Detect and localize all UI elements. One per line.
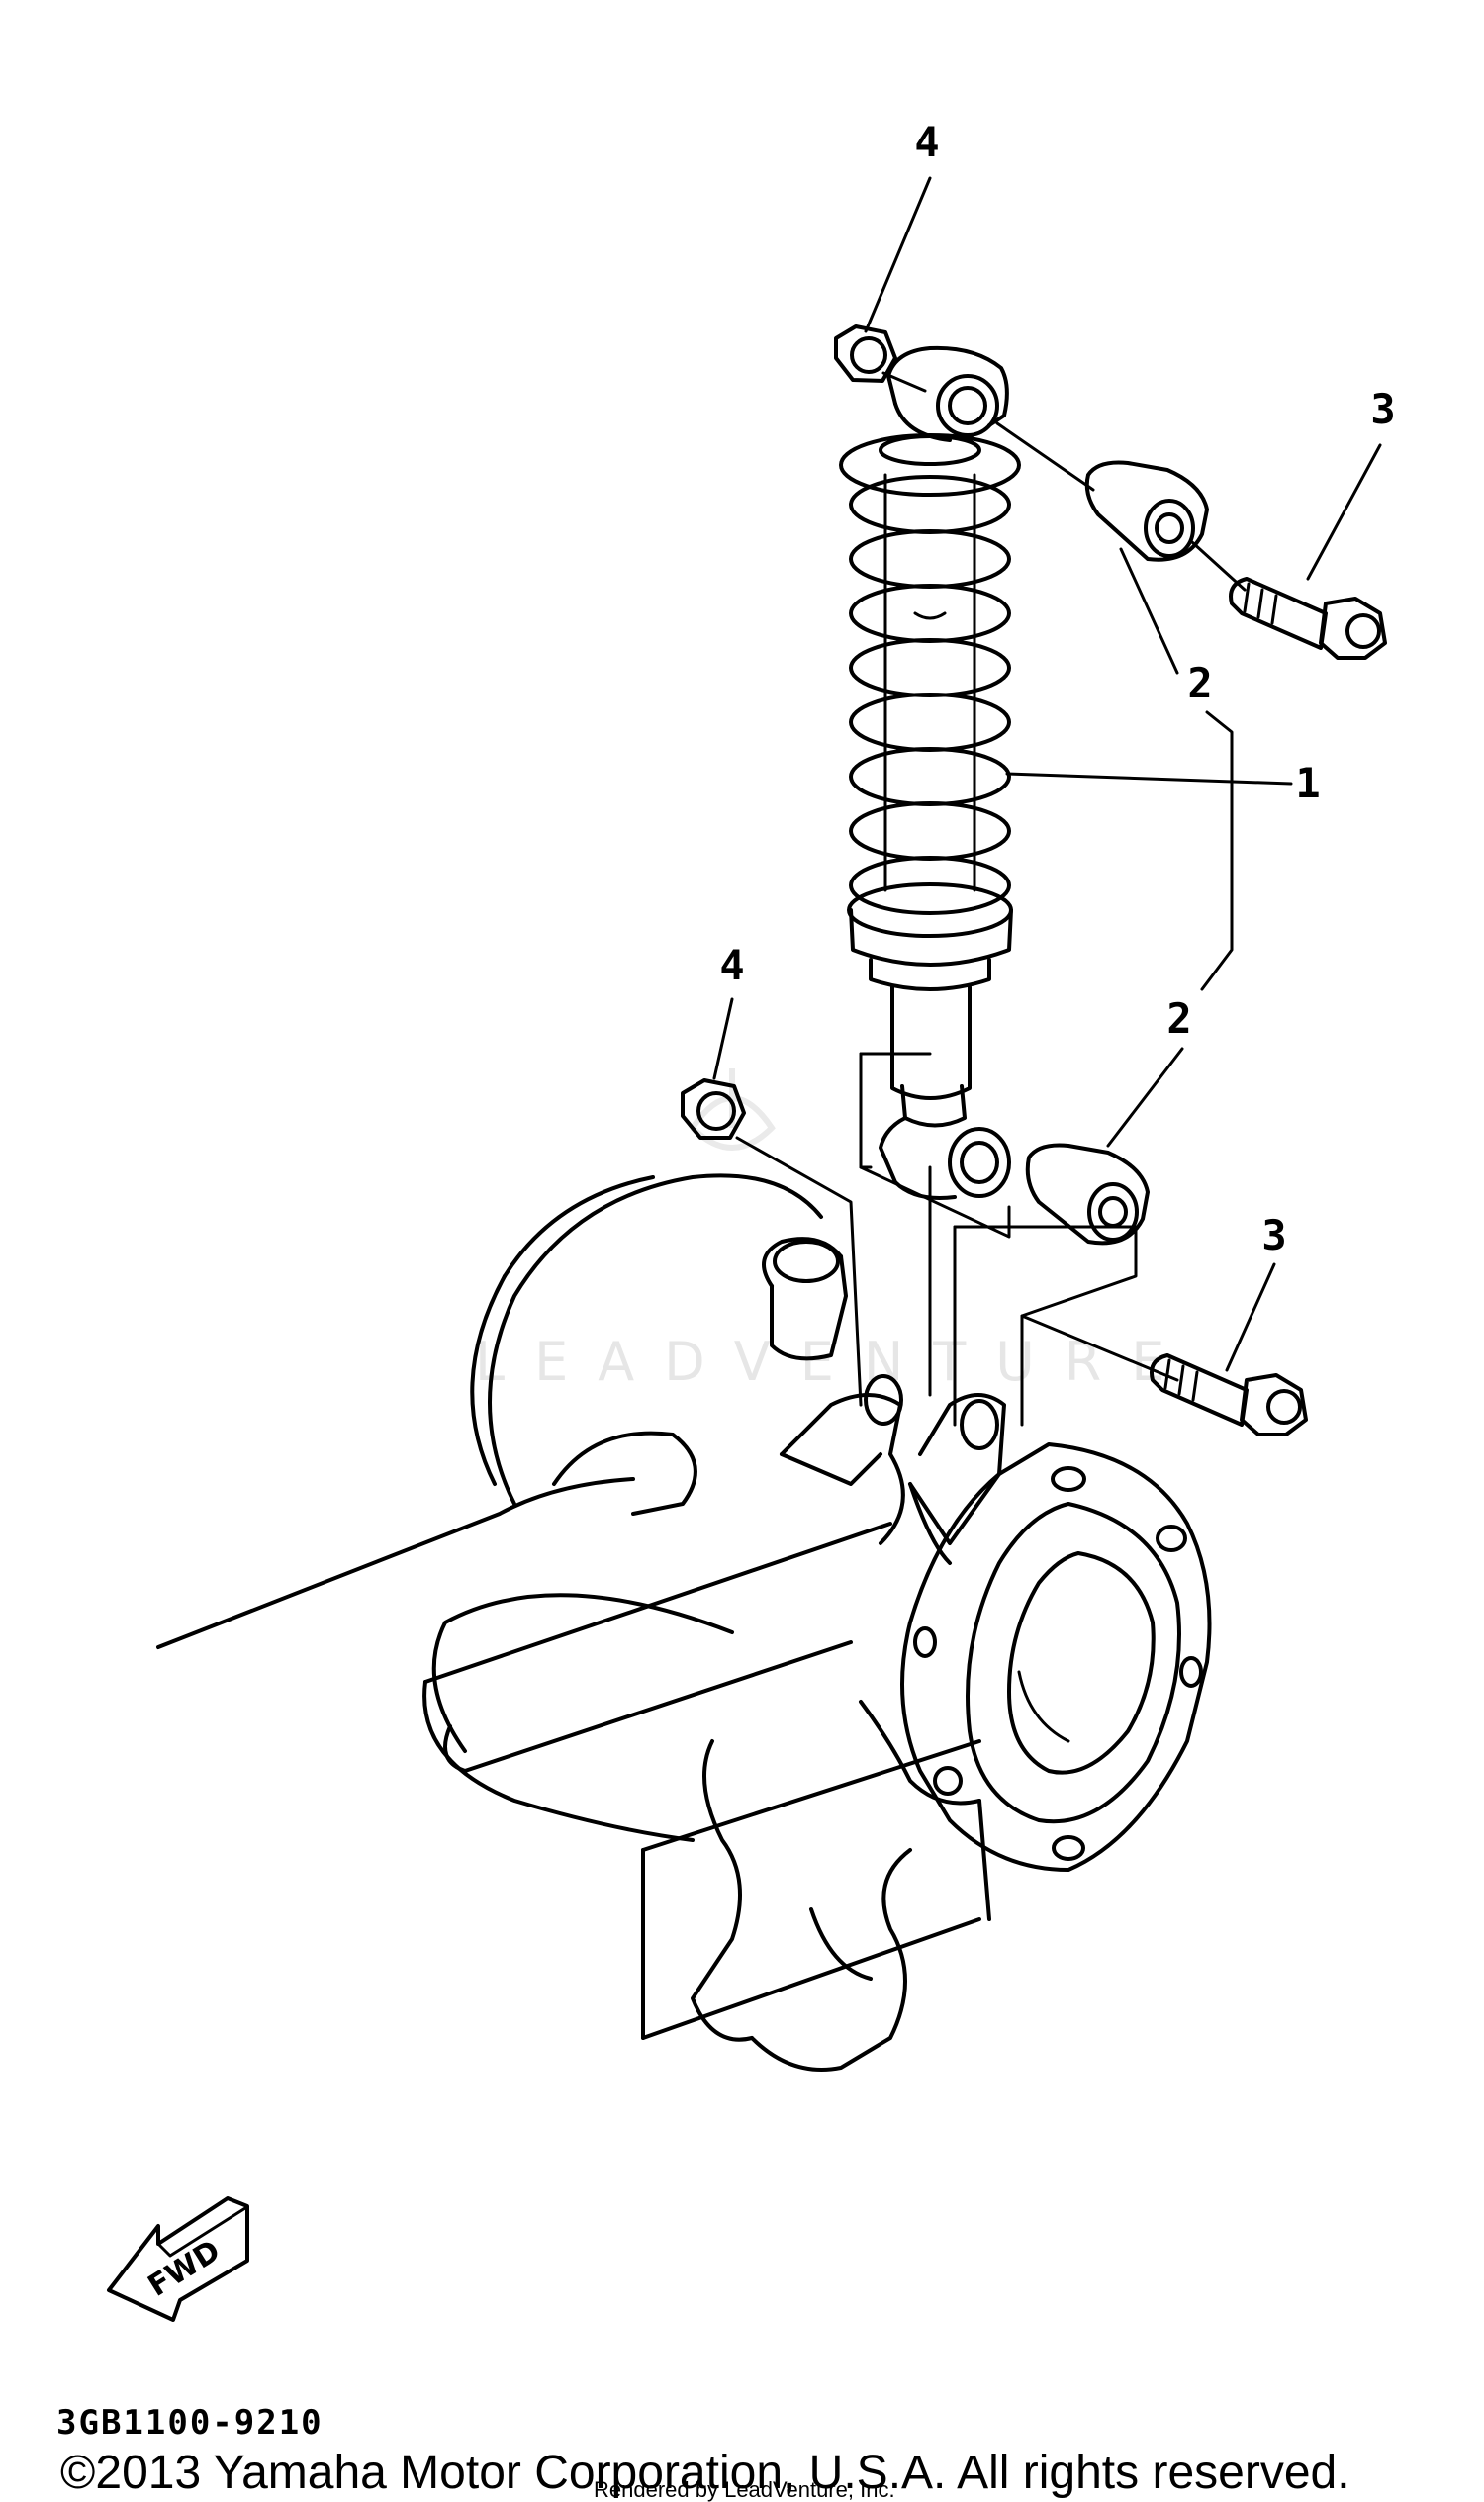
callout-nut-upper: 4	[914, 118, 939, 166]
wheel-hub	[900, 1442, 1212, 1872]
bushing-lower	[1025, 1143, 1150, 1246]
leader-lines	[712, 176, 1382, 1372]
nut-upper	[834, 324, 897, 383]
callout-bushing-upper: 2	[1187, 659, 1212, 707]
callout-nut-lower: 4	[719, 941, 744, 989]
rear-axle-assembly	[156, 1173, 1006, 2072]
fwd-arrow-icon: FWD	[107, 2196, 249, 2322]
callout-bushing-lower: 2	[1166, 994, 1191, 1043]
watermark: LEADVENTURE	[475, 1068, 1194, 1393]
assembly-lines	[735, 371, 1247, 1427]
callouts: 4 3 2 1 2 3 4	[719, 118, 1395, 1259]
callout-shock-absorber: 1	[1295, 759, 1320, 807]
diagram-part-code: 3GB1100-9210	[56, 2403, 324, 2443]
nut-lower	[681, 1078, 746, 1140]
callout-bolt-upper: 3	[1370, 385, 1395, 433]
rendered-by-note: Rendered by LeadVenture, Inc.	[594, 2477, 895, 2502]
bolt-upper	[1229, 577, 1387, 660]
bolt-lower	[1150, 1353, 1308, 1436]
watermark-text: LEADVENTURE	[475, 1331, 1194, 1393]
bushing-upper	[1084, 460, 1209, 562]
copyright-notice: ©2013 Yamaha Motor Corporation, U.S.A. A…	[60, 2447, 1350, 2499]
callout-bolt-lower: 3	[1261, 1211, 1286, 1259]
shock-absorber	[839, 345, 1021, 1200]
